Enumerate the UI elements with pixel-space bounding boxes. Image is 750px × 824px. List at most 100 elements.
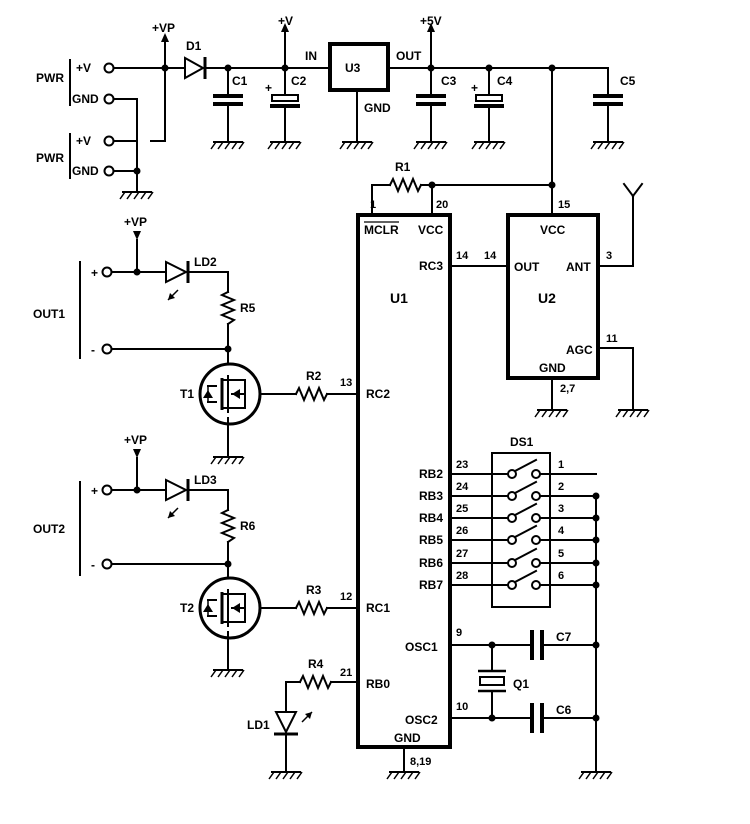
u2-ant: ANT (566, 260, 591, 274)
out2-label: OUT2 (33, 522, 65, 536)
u1-rb-pin: 25 (456, 503, 468, 515)
u2-vcc: VCC (540, 223, 566, 237)
u2-pin15: 15 (558, 199, 570, 211)
pwr2-plus-label: +V (76, 134, 91, 148)
v-label: +V (278, 14, 293, 28)
c1-label: C1 (232, 74, 248, 88)
u1-label: U1 (390, 290, 408, 306)
c3-label: C3 (441, 74, 457, 88)
r5-label: R5 (240, 301, 256, 315)
ds1-switch-lever (513, 458, 538, 473)
vp-label-out2: +VP (124, 433, 147, 447)
u1-vcc: VCC (418, 223, 444, 237)
ds1-switch-lever (513, 480, 538, 495)
c4-label: C4 (497, 74, 513, 88)
ld2-label: LD2 (194, 255, 217, 269)
u3-out-label: OUT (396, 49, 422, 63)
ds1-pin-label: 5 (558, 548, 564, 560)
ds1-pin-label: 6 (558, 570, 564, 582)
ds1-pin-label: 1 (558, 459, 564, 471)
u1-osc2: OSC2 (405, 713, 438, 727)
r3-label: R3 (306, 583, 322, 597)
u1-gnd: GND (394, 731, 421, 745)
u1-pin10: 10 (456, 701, 468, 713)
u1-rb-pin: 28 (456, 570, 468, 582)
v5-label: +5V (420, 14, 442, 28)
out2-minus: - (91, 558, 95, 572)
u2-gnd: GND (539, 361, 566, 375)
u1-pin20: 20 (436, 199, 448, 211)
u1-pin9: 9 (456, 627, 462, 639)
u1-rb-label: RB6 (419, 556, 443, 570)
u1-rb-label: RB3 (419, 489, 443, 503)
c2-plus: + (265, 81, 272, 95)
u1-rb-label: RB2 (419, 467, 443, 481)
u3-gnd-label: GND (364, 101, 391, 115)
c7-label: C7 (556, 630, 572, 644)
c6-label: C6 (556, 703, 572, 717)
c5-label: C5 (620, 74, 636, 88)
u2-pin11: 11 (606, 333, 618, 345)
t1-label: T1 (180, 387, 194, 401)
u3-in-label: IN (305, 49, 317, 63)
u1-pin14: 14 (456, 250, 469, 262)
ds1-pin-label: 3 (558, 503, 564, 515)
u2-pin27: 2,7 (560, 383, 575, 395)
ld1-branch: R4 21 LD1 (247, 657, 359, 780)
ds1-switch-lever (513, 569, 538, 584)
pwr1-plus-label: +V (76, 61, 91, 75)
out1-plus: + (91, 266, 98, 280)
u1-rb-pin: 27 (456, 548, 468, 560)
ld1-label: LD1 (247, 718, 270, 732)
vp-label-out1: +VP (124, 215, 147, 229)
ds1-pin-label: 2 (558, 481, 564, 493)
u2: U2 VCC OUT ANT AGC GND 15 14 14 3 11 2,7 (449, 182, 650, 418)
pwr1-gnd-label: GND (72, 92, 99, 106)
u3-label: U3 (345, 61, 361, 75)
u1-pin12: 12 (340, 591, 352, 603)
u1-pin1: 1 (370, 199, 376, 211)
pwr2-gnd-label: GND (72, 164, 99, 178)
r1-label: R1 (395, 160, 411, 174)
u2-out: OUT (514, 260, 540, 274)
u1-pin819: 8,19 (410, 756, 431, 768)
u1-pin13: 13 (340, 377, 352, 389)
ds1-switch-lever (513, 502, 538, 517)
u1-rb-label: RB4 (419, 511, 443, 525)
out2-plus: + (91, 484, 98, 498)
u1: U1 1 20 MCLR VCC RC3 RC2 RC1 RB0 OSC1 OS… (356, 199, 469, 780)
u2-pin3: 3 (606, 250, 612, 262)
u1-rb-pin: 24 (456, 481, 469, 493)
r4-label: R4 (308, 657, 324, 671)
u1-rb-label: RB7 (419, 578, 443, 592)
ds1-label: DS1 (510, 435, 534, 449)
c4-plus: + (471, 81, 478, 95)
u2-label: U2 (538, 290, 556, 306)
vp-label-top: +VP (152, 21, 175, 35)
ds1-switch-lever (513, 547, 538, 562)
pwr1-label: PWR (36, 71, 64, 85)
u1-rb-label: RB5 (419, 533, 443, 547)
r2-label: R2 (306, 369, 322, 383)
out1-label: OUT1 (33, 307, 65, 321)
u1-rb0: RB0 (366, 677, 390, 691)
u2-pin14: 14 (484, 250, 497, 262)
out2-channel: OUT2 + - +VP LD3 R6 T (33, 433, 359, 678)
q1-label: Q1 (513, 677, 529, 691)
ds1-switch-lever (513, 524, 538, 539)
d1-label: D1 (186, 39, 202, 53)
u1-rc1: RC1 (366, 601, 390, 615)
r1: R1 (371, 160, 433, 216)
out1-minus: - (91, 343, 95, 357)
power-section: PWR +V GND PWR +V GND +VP D1 (36, 14, 636, 216)
u1-mclr: MCLR (364, 223, 399, 237)
ds1-pin-label: 4 (558, 525, 565, 537)
oscillator: 9 10 C7 C6 Q1 (449, 627, 600, 733)
u1-rb-pin: 23 (456, 459, 468, 471)
ld3-label: LD3 (194, 473, 217, 487)
u1-pin21: 21 (340, 667, 352, 679)
r6-label: R6 (240, 519, 256, 533)
u1-rb-pin: 26 (456, 525, 468, 537)
